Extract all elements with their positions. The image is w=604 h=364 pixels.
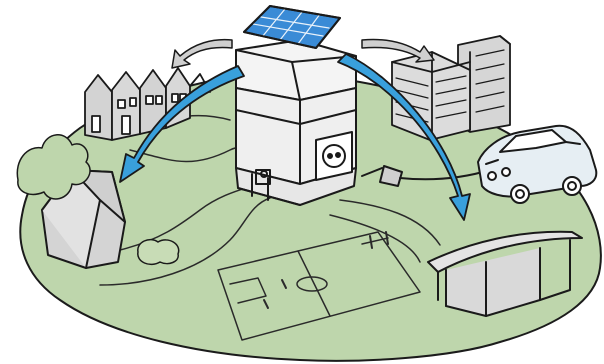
electric-car: [477, 124, 598, 204]
battery-storage-tower: [235, 39, 357, 206]
power-socket-icon: [315, 131, 353, 181]
office-buildings: [391, 35, 511, 141]
exchange-arrow-right: [361, 38, 435, 63]
energy-flow-arrow-left: [119, 65, 245, 183]
solar-panel-icon: [243, 5, 341, 49]
shrub: [137, 238, 180, 266]
exchange-arrow-left: [171, 38, 233, 69]
sports-field: [217, 231, 421, 341]
carport: [427, 230, 583, 317]
row-houses: [84, 67, 211, 141]
bush: [16, 134, 91, 200]
energy-flow-arrow-right: [337, 53, 471, 221]
